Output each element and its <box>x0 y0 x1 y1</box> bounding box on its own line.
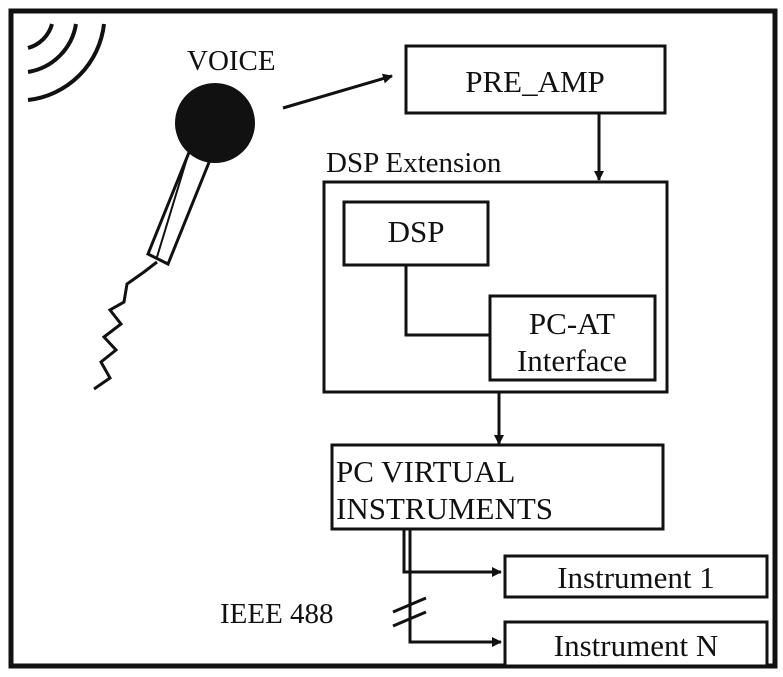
voice-label: VOICE <box>187 45 276 77</box>
pc-at-label-line2: Interface <box>517 343 627 378</box>
pc-at-interface-box <box>488 294 657 382</box>
pc-virtual-instruments-box <box>330 443 665 531</box>
pc-vi-label-line1: PC VIRTUAL <box>336 454 515 489</box>
pre-amp-box <box>404 44 667 115</box>
instrument-n-box <box>503 620 769 668</box>
microphone-icon <box>93 83 255 391</box>
voice-arrow <box>282 73 393 110</box>
ieee-488-bus <box>402 529 502 647</box>
dsp-box <box>342 200 490 267</box>
pre-amp-label: PRE_AMP <box>465 64 605 99</box>
dsp-extension-label: DSP Extension <box>326 147 502 179</box>
instrument-n-label: Instrument N <box>554 628 718 663</box>
pc-vi-label-line2: INSTRUMENTS <box>336 491 553 526</box>
instrument-1-box <box>503 554 769 599</box>
pc-at-label-line1: PC-AT <box>529 306 615 341</box>
bus-break-marks <box>392 596 427 628</box>
sound-wave-icon <box>27 23 106 102</box>
outer-frame <box>8 8 778 669</box>
ieee-488-label: IEEE 488 <box>220 598 334 630</box>
dsp-to-pc-at-connector <box>404 265 490 337</box>
dsp-label: DSP <box>388 214 445 249</box>
instrument-1-label: Instrument 1 <box>557 560 715 595</box>
